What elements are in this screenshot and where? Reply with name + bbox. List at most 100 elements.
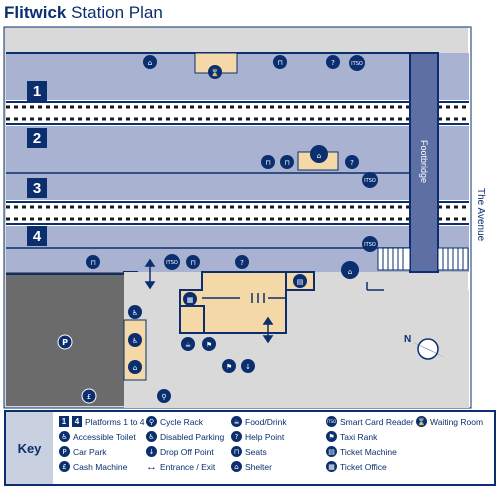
key-item-taxi-rank: ⚑Taxi Rank: [326, 431, 377, 442]
key-item-label: Food/Drink: [245, 416, 287, 427]
help-point-icon: ?: [345, 155, 359, 169]
key-item-label: Entrance / Exit: [160, 462, 216, 472]
seats-icon: ⊓: [273, 55, 287, 69]
entrance-exit-icon: ↔: [146, 461, 157, 473]
shelter-icon: ⌂: [128, 360, 142, 374]
car-park-icon: P: [59, 446, 70, 457]
svg-text:↓: ↓: [245, 363, 251, 371]
key-item-label: Cash Machine: [73, 461, 128, 472]
svg-text:⌂: ⌂: [348, 268, 352, 276]
key-item-label: Seats: [245, 446, 267, 457]
shelter-icon: ⌂: [143, 55, 157, 69]
seats-icon: ⊓: [280, 155, 294, 169]
svg-text:▦: ▦: [187, 296, 194, 304]
key-item-food-drink: ☕Food/Drink: [231, 416, 287, 427]
svg-text:?: ?: [331, 59, 335, 67]
platform-number-4: 4: [33, 228, 42, 245]
smart-card-reader-icon: ITSO: [362, 236, 378, 252]
itso-label: ITSO: [364, 178, 376, 184]
svg-text:⚑: ⚑: [206, 341, 212, 349]
map-title: Flitwick Station Plan: [4, 3, 163, 23]
waiting-room-icon: ⌛: [208, 65, 222, 79]
disabled-parking-icon: ♿: [128, 333, 142, 347]
compass-north-label: N: [404, 334, 411, 345]
station-building: [179, 271, 315, 334]
key-item-cycle-rack: ⚲Cycle Rack: [146, 416, 203, 427]
station-name: Flitwick: [4, 3, 67, 22]
key-item-accessible-toilet: ♿Accessible Toilet: [59, 431, 136, 442]
svg-text:⌂: ⌂: [317, 152, 321, 160]
footbridge-label: Footbridge: [419, 140, 429, 183]
cash-machine-icon: £: [81, 388, 97, 404]
smart-card-reader-icon: ITSO: [362, 172, 378, 188]
platform-badge-3: 3: [27, 178, 47, 198]
itso-label: ITSO: [166, 260, 178, 266]
ticket-machine-icon: ▤: [326, 446, 337, 457]
smart-card-reader-icon: ITSO: [349, 55, 365, 71]
key-item-label: Disabled Parking: [160, 431, 225, 442]
platform-1-icon: 1: [59, 416, 69, 427]
seats-icon: ⊓: [231, 446, 242, 457]
svg-text:?: ?: [240, 259, 244, 267]
itso-label: ITSO: [351, 61, 363, 67]
key-item-label: Cycle Rack: [160, 416, 203, 427]
svg-text:⚲: ⚲: [161, 393, 166, 401]
drop-off-point-icon: ↓: [146, 446, 157, 457]
key-item-drop-off-point: ↓Drop Off Point: [146, 446, 214, 457]
svg-text:♿: ♿: [132, 309, 138, 317]
key-heading: Key: [6, 412, 53, 484]
ticket-office-icon: ▦: [326, 461, 337, 472]
itso-label: ITSO: [364, 242, 376, 248]
drop-off-point-icon: ↓: [241, 359, 255, 373]
key-item-ticket-machine: ▤Ticket Machine: [326, 446, 397, 457]
shelter-icon: ⌂: [231, 461, 242, 472]
svg-text:☕: ☕: [185, 341, 191, 349]
seats-icon: ⊓: [86, 255, 100, 269]
food-drink-icon: ☕: [231, 416, 242, 427]
svg-text:⌂: ⌂: [148, 59, 152, 67]
key-item-label: Drop Off Point: [160, 446, 214, 457]
food-drink-icon: ☕: [181, 337, 195, 351]
svg-text:⌂: ⌂: [133, 364, 137, 372]
key-item-shelter: ⌂Shelter: [231, 461, 272, 472]
entrance-exit-icon: [366, 282, 384, 291]
cash-machine-icon: £: [59, 461, 70, 472]
footbridge: [409, 52, 439, 273]
seats-icon: ⊓: [186, 255, 200, 269]
key-item-entrance-exit: ↔Entrance / Exit: [146, 461, 215, 473]
platform-badge-4: 4: [27, 226, 47, 246]
shelter-icon: ⌂: [341, 261, 359, 279]
platform-4-icon: 4: [72, 416, 82, 427]
seats-icon: ⊓: [261, 155, 275, 169]
footbridge-stairs: [377, 247, 469, 271]
key-item-label: Car Park: [73, 446, 107, 457]
key-item-label: Ticket Machine: [340, 446, 397, 457]
shelter-icon: ⌂: [310, 145, 328, 163]
key-item-seats: ⊓Seats: [231, 446, 267, 457]
key-item-platforms: 1 4 Platforms 1 to 4: [59, 416, 145, 427]
platform-badge-1: 1: [27, 81, 47, 101]
map-key: Key 1 4 Platforms 1 to 4 ♿Accessible Toi…: [4, 410, 496, 486]
svg-text:⌛: ⌛: [211, 68, 220, 77]
key-item-disabled-parking: ♿Disabled Parking: [146, 431, 224, 442]
key-item-label: Help Point: [245, 431, 285, 442]
key-item-label: Accessible Toilet: [73, 431, 136, 442]
cycle-rack-icon: ⚲: [157, 389, 171, 403]
svg-text:⊓: ⊓: [190, 259, 195, 267]
ticket-machine-icon: ▤: [293, 274, 307, 288]
platform-badge-2: 2: [27, 128, 47, 148]
key-item-waiting-room: ⌛Waiting Room: [416, 416, 483, 427]
key-item-label: Shelter: [245, 461, 272, 472]
svg-text:♿: ♿: [132, 337, 138, 345]
svg-text:⊓: ⊓: [284, 159, 289, 167]
smart-card-reader-icon: ITSO: [164, 254, 180, 270]
svg-text:⊓: ⊓: [90, 259, 95, 267]
waiting-room-icon: ⌛: [416, 416, 427, 427]
station-plan-map: Footbridge The Avenue 1 2 3 4 ⌂ ⌛ ⊓ ? IT…: [3, 26, 496, 409]
svg-text:▤: ▤: [297, 278, 304, 286]
key-item-help-point: ?Help Point: [231, 431, 284, 442]
the-avenue-road: [468, 27, 496, 408]
taxi-rank-icon: ⚑: [202, 337, 216, 351]
